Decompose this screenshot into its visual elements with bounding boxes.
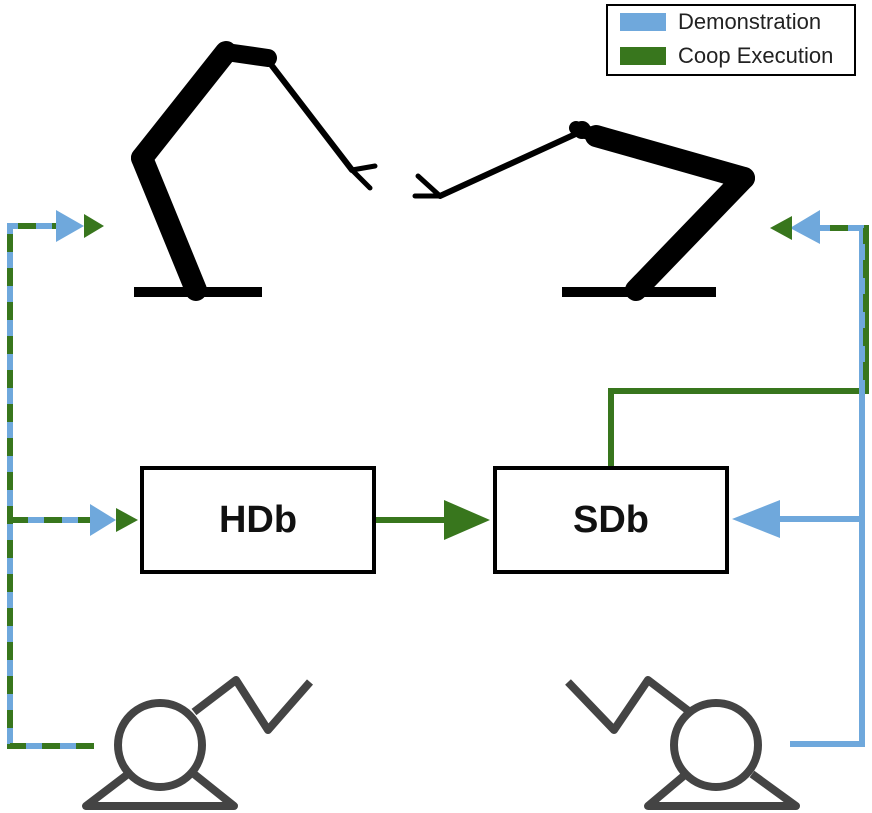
- legend-item-demonstration: Demonstration: [620, 9, 822, 34]
- legend-label-coop-execution: Coop Execution: [678, 43, 834, 68]
- left-robot-input-arrow-green: [84, 214, 104, 238]
- hdb-input-arrow-green: [116, 508, 138, 532]
- left-robot-arm-icon: [131, 41, 378, 301]
- sdb-box: SDb: [493, 466, 729, 574]
- right-haptic-device-icon: [565, 676, 800, 810]
- sdb-input-arrow: [732, 500, 780, 538]
- legend-item-coop-execution: Coop Execution: [620, 43, 834, 68]
- left-signal-bus: [7, 223, 98, 749]
- right-demonstration-line: [790, 225, 865, 747]
- legend: Demonstration Coop Execution: [606, 4, 856, 76]
- right-robot-input-arrow-green: [770, 216, 792, 240]
- hdb-box: HDb: [140, 466, 376, 574]
- legend-swatch-demonstration: [620, 13, 666, 31]
- hdb-to-sdb-arrow: [376, 500, 490, 540]
- legend-swatch-coop-execution: [620, 47, 666, 65]
- right-robot-input-arrow: [790, 210, 820, 244]
- legend-label-demonstration: Demonstration: [678, 9, 822, 34]
- left-haptic-device-icon: [82, 676, 314, 810]
- hdb-input-arrow: [90, 504, 116, 536]
- sdb-label: SDb: [573, 498, 649, 541]
- hdb-label: HDb: [218, 498, 298, 541]
- right-robot-arm-icon: [412, 121, 755, 301]
- left-robot-input-arrow: [56, 210, 84, 242]
- right-coop-dash: [820, 225, 869, 380]
